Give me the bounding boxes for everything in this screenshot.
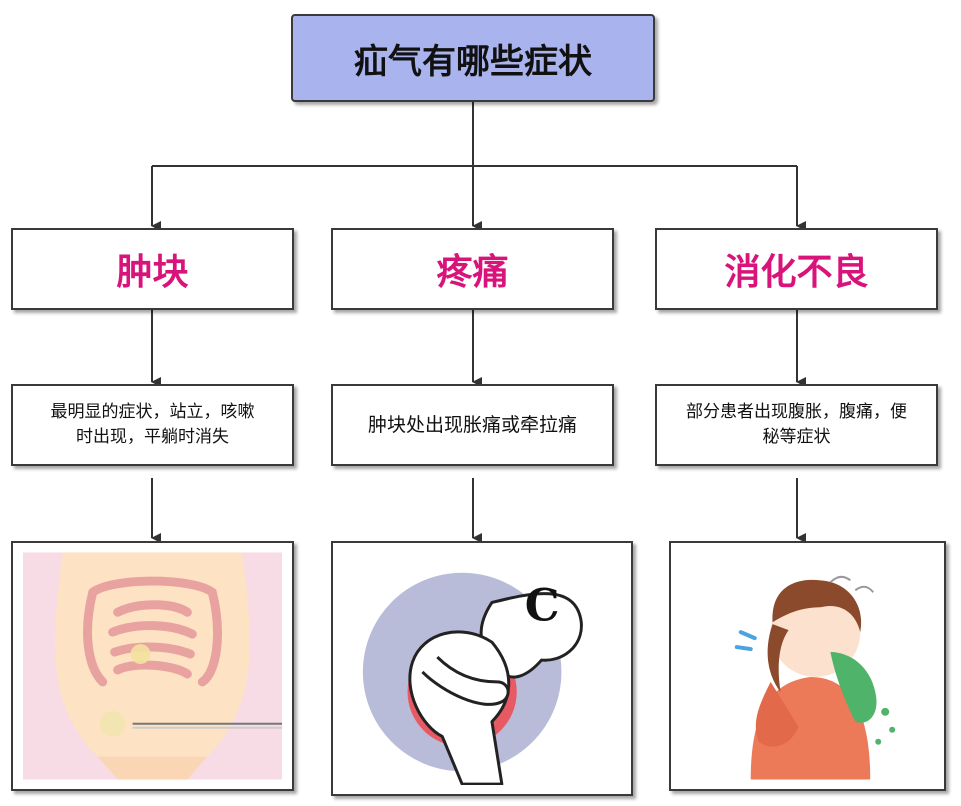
image-box-indigestion	[669, 541, 946, 791]
description-box-pain: 肿块处出现胀痛或牵拉痛	[331, 384, 614, 466]
category-box-lump: 肿块	[11, 228, 294, 310]
category-label-pain: 疼痛	[436, 252, 509, 293]
description-text-pain: 肿块处出现胀痛或牵拉痛	[367, 413, 577, 436]
abdomen-intestine-illustration	[23, 552, 282, 780]
title-text: 疝气有哪些症状	[354, 41, 592, 82]
girl-vomiting-illustration	[681, 552, 934, 780]
description-text-lump: 最明显的症状，站立，咳嗽 时出现，平躺时消失	[37, 400, 269, 450]
description-line: 最明显的症状，站立，咳嗽	[50, 402, 255, 422]
image-box-lump	[11, 541, 294, 791]
person-holding-painful-abdomen-illustration: C	[343, 552, 621, 785]
description-line: 时出现，平躺时消失	[76, 427, 229, 447]
description-box-indigestion: 部分患者出现腹胀，腹痛，便 秘等症状	[655, 384, 938, 466]
image-box-pain: C	[331, 541, 633, 796]
description-line: 秘等症状	[762, 427, 831, 447]
category-box-indigestion: 消化不良	[655, 228, 938, 310]
category-label-lump: 肿块	[116, 252, 189, 293]
category-box-pain: 疼痛	[331, 228, 614, 310]
title-box: 疝气有哪些症状	[291, 14, 655, 102]
image-mark-c: C	[525, 580, 560, 631]
description-box-lump: 最明显的症状，站立，咳嗽 时出现，平躺时消失	[11, 384, 294, 466]
description-line: 部分患者出现腹胀，腹痛，便	[686, 402, 907, 422]
description-text-indigestion: 部分患者出现腹胀，腹痛，便 秘等症状	[672, 400, 921, 450]
category-label-indigestion: 消化不良	[724, 252, 869, 293]
